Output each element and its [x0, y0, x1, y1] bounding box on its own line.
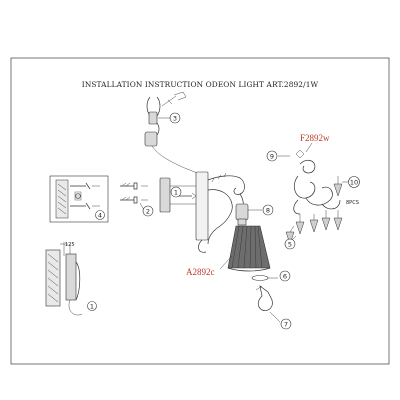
svg-text:5: 5 [288, 241, 292, 249]
svg-text:9: 9 [270, 153, 274, 161]
pcs-note: 8PCS [346, 200, 359, 206]
diagram-title: INSTALLATION INSTRUCTION ODEON LIGHT ART… [82, 80, 319, 89]
svg-text:7: 7 [284, 321, 288, 329]
svg-text:1: 1 [90, 303, 94, 311]
shade-code-label: A2892c [186, 267, 215, 277]
scroll-arm [207, 172, 249, 245]
wall-section-view [45, 242, 83, 316]
sheet-border [10, 57, 390, 365]
frame-code-label: F2892w [300, 133, 330, 143]
callout-10: 10 [342, 176, 360, 188]
candle-bulb [255, 285, 273, 311]
screws-and-anchors [120, 182, 148, 204]
callout-6: 6 [268, 270, 291, 282]
lower-curl [198, 239, 207, 253]
callout-3: 3 [158, 112, 181, 124]
svg-text:6: 6 [283, 273, 287, 281]
callout-9: 9 [266, 150, 290, 162]
callout-1: 1 [170, 186, 182, 198]
wiring-junction [144, 91, 205, 177]
svg-text:3: 3 [173, 115, 177, 123]
callout-2: 2 [139, 202, 154, 217]
svg-text:2: 2 [146, 208, 150, 216]
callout-8: 8 [248, 204, 274, 216]
callout-4: 4 [95, 210, 105, 220]
svg-text:1: 1 [174, 189, 178, 197]
crystal-drops [285, 176, 343, 245]
svg-text:4: 4 [98, 212, 102, 220]
wall-anchor-detail [49, 175, 109, 223]
svg-text:8: 8 [266, 207, 270, 215]
svg-text:10: 10 [350, 179, 358, 187]
callout-5: 5 [284, 235, 297, 250]
decorative-frame [293, 149, 341, 215]
lamp-shade [227, 225, 271, 272]
wall-dimension: 125 [65, 242, 75, 248]
mounting-bracket [159, 171, 209, 241]
shade-ring [251, 275, 269, 281]
callout-1-wall: 1 [87, 301, 97, 311]
callout-7: 7 [269, 311, 292, 330]
